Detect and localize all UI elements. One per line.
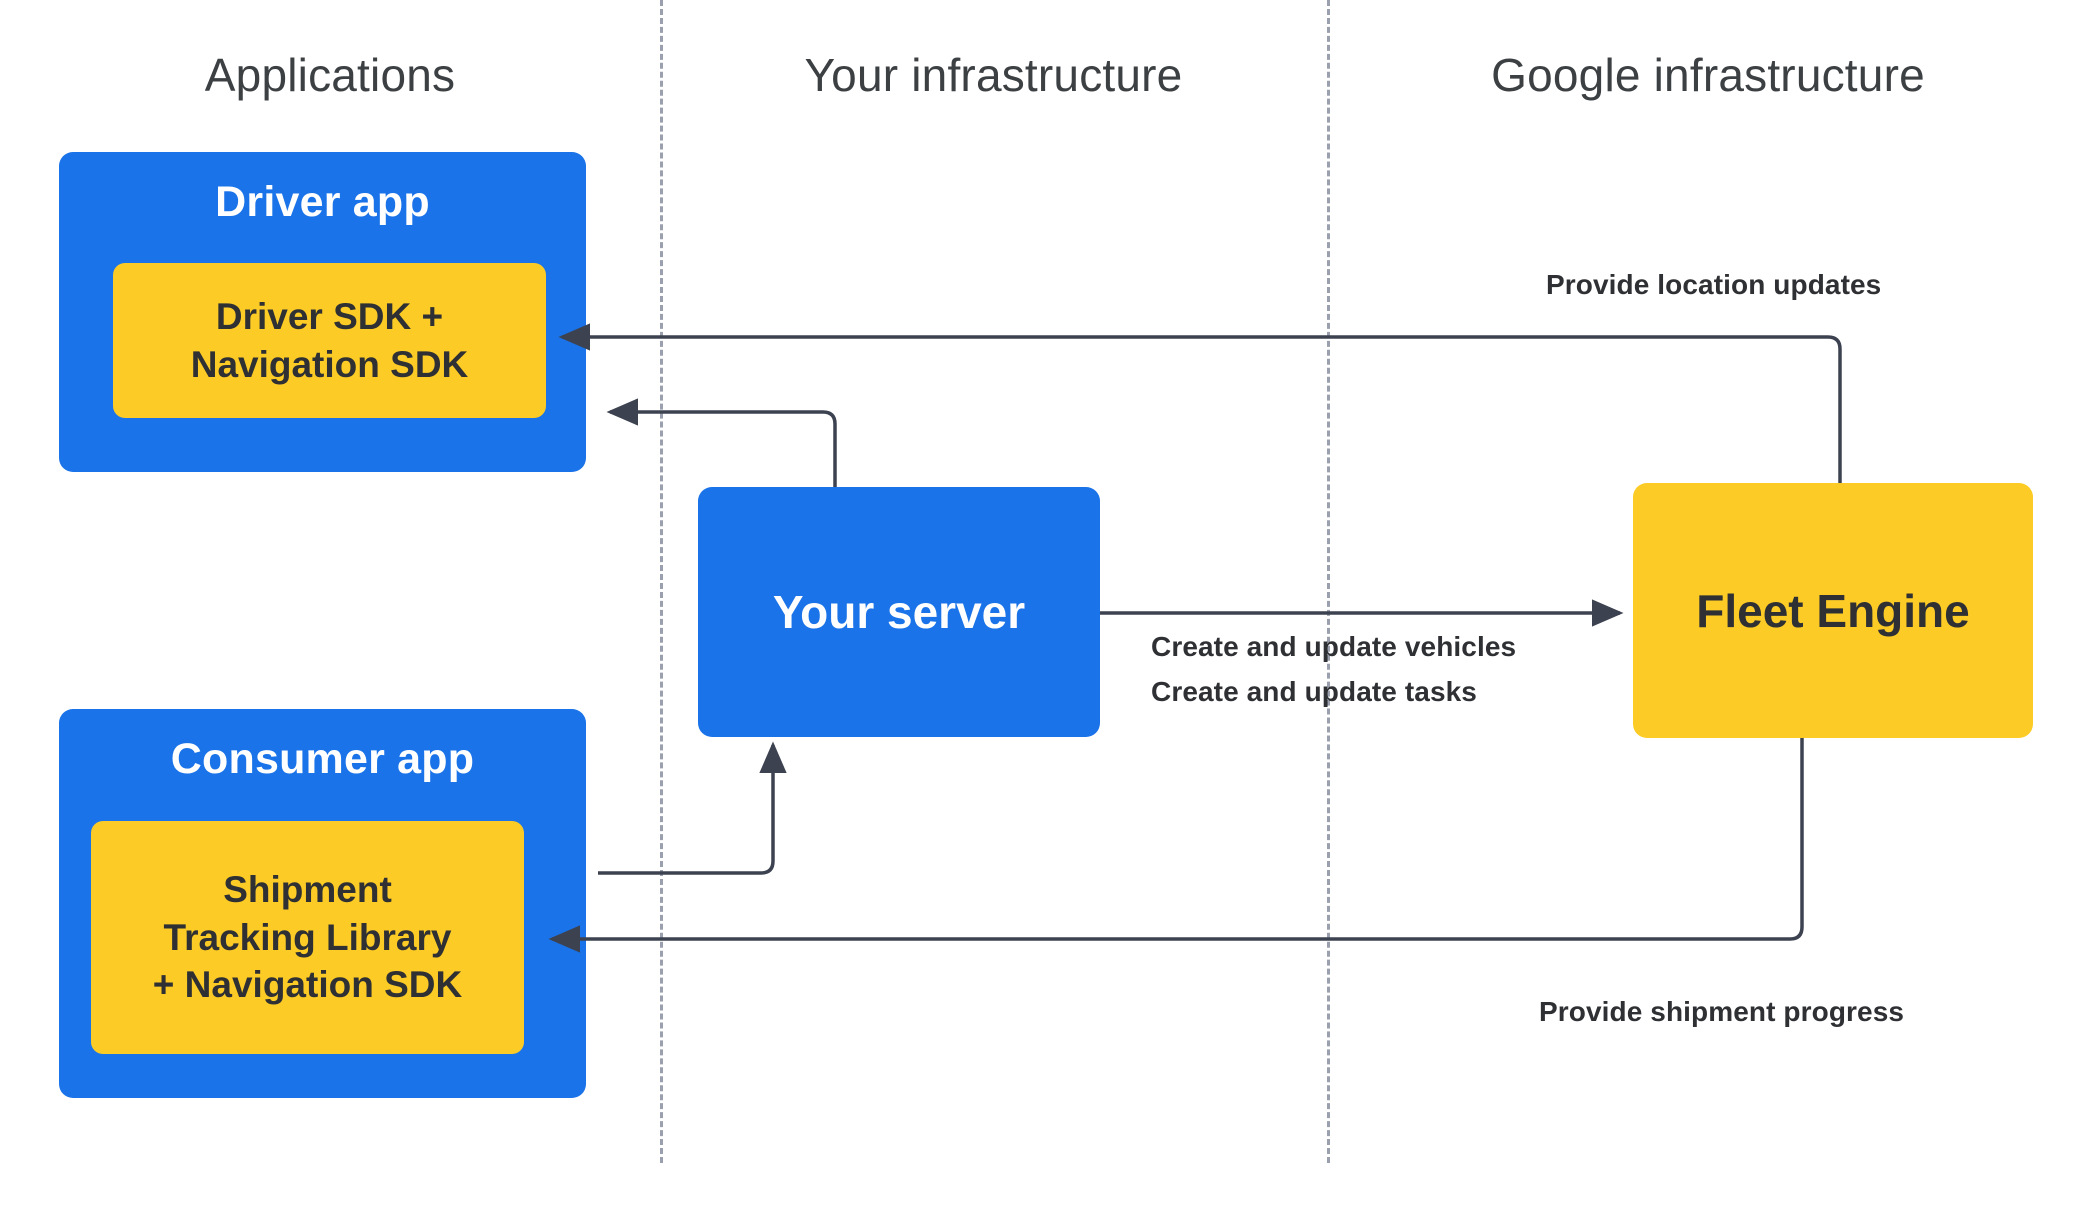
edge-label-create-and-update-tasks: Create and update tasks [1151,676,1477,707]
driver-app-node: Driver app Driver SDK + Navigation SDK [59,152,586,472]
your-server-label: Your server [772,586,1026,638]
column-divider-left [660,0,663,1163]
driver-sdk-node: Driver SDK + Navigation SDK [113,263,546,418]
edge-label-create-and-update-vehicles: Create and update vehicles [1151,631,1517,662]
driver-sdk-line-1: Driver SDK + [215,296,444,338]
shipment-sdk-line-3: + Navigation SDK [152,964,463,1006]
column-header-applications: Applications [204,49,456,101]
driver-app-title: Driver app [215,178,430,226]
arrow-shipment-progress [548,738,1804,953]
edge-label-provide-location-updates: Provide location updates [1546,269,1882,300]
driver-sdk-line-2: Navigation SDK [190,343,469,385]
your-server-node: Your server [698,487,1100,737]
shipment-sdk-line-2: Tracking Library [163,916,452,958]
fleet-engine-node: Fleet Engine [1633,483,2033,738]
column-header-google-infrastructure: Google infrastructure [1491,49,1925,101]
arrow-location-updates [558,323,1842,483]
shipment-tracking-library-node: Shipment Tracking Library + Navigation S… [91,821,524,1054]
shipment-sdk-line-1: Shipment [223,869,392,911]
column-divider-right [1327,0,1330,1163]
consumer-app-node: Consumer app Shipment Tracking Library +… [59,709,586,1098]
consumer-app-title: Consumer app [170,735,475,783]
fleet-engine-label: Fleet Engine [1696,584,1970,637]
arrow-consumer-app-to-server [598,741,787,875]
arrow-server-to-driver-app [606,398,837,487]
column-header-your-infrastructure: Your infrastructure [804,49,1183,101]
edge-label-provide-shipment-progress: Provide shipment progress [1539,996,1905,1027]
